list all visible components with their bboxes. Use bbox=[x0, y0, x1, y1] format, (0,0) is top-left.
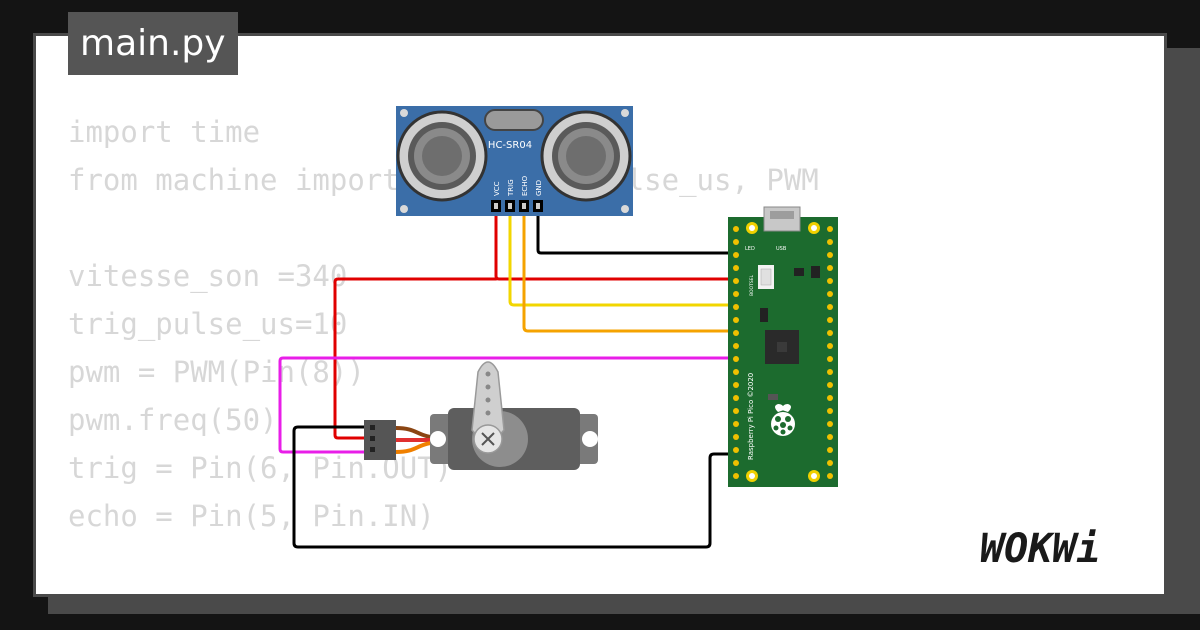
wire-pwm[interactable] bbox=[278, 356, 742, 454]
wokwi-logo-icon: WOKWi bbox=[980, 526, 1100, 572]
pico-silkscreen-label: Raspberry Pi Pico ©2020 bbox=[747, 373, 755, 460]
wire-gnd-sensor[interactable] bbox=[536, 210, 742, 255]
code-line: vitesse_son =340 bbox=[68, 259, 348, 293]
sensor-model-label: HC-SR04 bbox=[488, 140, 532, 151]
wire-echo[interactable] bbox=[522, 210, 742, 333]
servo-motor[interactable] bbox=[364, 361, 598, 470]
pico-bootsel-label: BOOTSEL bbox=[749, 274, 755, 296]
wire-trig[interactable] bbox=[508, 210, 742, 307]
sensor-pin-label: GND bbox=[535, 180, 543, 196]
pico-led-label: LED bbox=[745, 246, 755, 252]
sensor-pin-label: TRIG bbox=[507, 179, 515, 197]
raspberry-logo-icon bbox=[771, 404, 795, 436]
wires bbox=[278, 210, 830, 549]
code-line: pwm = PWM(Pin(8)) bbox=[68, 355, 365, 389]
wokwi-logo-text: WOKWi bbox=[980, 526, 1100, 572]
sensor-pin-label: ECHO bbox=[521, 175, 529, 196]
pico-usb-label: USB bbox=[776, 246, 787, 252]
wire-gnd-servo[interactable] bbox=[292, 425, 742, 549]
code-line: pwm.freq(50) bbox=[68, 403, 278, 437]
code-line: trig_pulse_us=10 bbox=[68, 307, 348, 341]
file-tab[interactable]: main.py bbox=[68, 12, 238, 75]
ultrasonic-sensor[interactable]: HC-SR04 VCC TRIG ECHO GND bbox=[396, 106, 633, 216]
pico-board[interactable]: LED USB BOOTSEL Raspberry Pi Pico ©2020 bbox=[728, 206, 838, 487]
code-line: import time bbox=[68, 115, 261, 149]
code-line: echo = Pin(5, Pin.IN) bbox=[68, 499, 435, 533]
sensor-pin-label: VCC bbox=[493, 181, 501, 196]
